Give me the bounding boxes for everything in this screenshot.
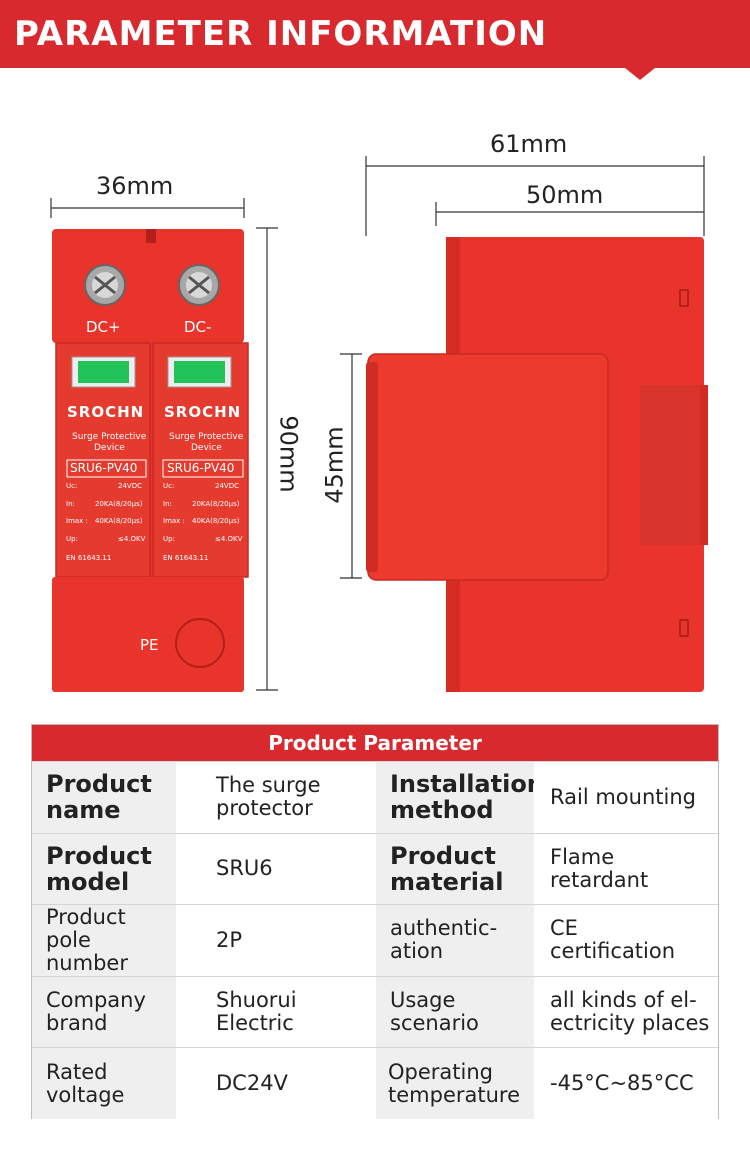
table-row: Rated voltage DC24V Operating temperatur…	[32, 1047, 718, 1119]
row-label: Company brand	[32, 976, 176, 1048]
banner-shape	[0, 0, 750, 80]
row-label: Product name	[32, 762, 176, 833]
product-illustration	[50, 156, 708, 692]
spec-in-val-right: 20KA(8/20μs)	[192, 500, 240, 508]
row-label: Installation method	[376, 762, 544, 833]
model-left: SRU6-PV40	[70, 461, 138, 475]
parameter-table: Product Parameter Product name The surge…	[31, 724, 719, 1119]
side-total-label: 61mm	[490, 130, 568, 158]
row-label: authentic- ation	[376, 905, 534, 976]
spec-imax-key-right: Imax :	[163, 517, 185, 525]
desc-left-1: Surge Protective	[72, 432, 147, 442]
row-label: Usage scenario	[376, 976, 534, 1048]
table-row: Company brand Shuorui Electric Usage sce…	[32, 975, 718, 1048]
row-label: Rated voltage	[32, 1048, 176, 1119]
terminal-label-dc-plus: DC+	[86, 318, 121, 336]
spec-uc-key-right: Uc:	[163, 482, 175, 490]
model-right: SRU6-PV40	[167, 461, 235, 475]
spec-up-val-right: ≤4.OKV	[215, 535, 243, 543]
row-value: Flame retardant	[534, 833, 718, 905]
header-banner: PARAMETER INFORMATION	[0, 0, 750, 80]
row-label: Product material	[376, 833, 534, 905]
row-label: Operating temperature	[376, 1048, 534, 1119]
spec-uc-key-left: Uc:	[66, 482, 78, 490]
front-device	[52, 229, 249, 692]
row-value: Shuorui Electric	[176, 976, 376, 1048]
row-value: Rail mounting	[534, 762, 718, 833]
spec-imax-val-right: 40KA(8/20μs)	[192, 517, 240, 525]
spec-in-val-left: 20KA(8/20μs)	[95, 500, 143, 508]
row-label: Product model	[32, 833, 176, 905]
spec-imax-val-left: 40KA(8/20μs)	[95, 517, 143, 525]
pe-label: PE	[140, 636, 159, 654]
side-device	[366, 237, 708, 692]
side-body-label: 50mm	[526, 181, 604, 209]
table-row: Product name The surge protector Install…	[32, 761, 718, 833]
spec-uc-val-right: 24VDC	[215, 482, 239, 490]
brand-logo-left: SROCHN	[67, 403, 145, 421]
table-row: Product model SRU6 Product material Flam…	[32, 832, 718, 905]
brand-logo-right: SROCHN	[164, 403, 242, 421]
standard-left: EN 61643.11	[66, 554, 112, 562]
table-row: Product pole number 2P authentic- ation …	[32, 904, 718, 976]
table-header: Product Parameter	[32, 725, 718, 761]
terminal-label-dc-minus: DC-	[184, 318, 212, 336]
banner-title: PARAMETER INFORMATION	[14, 14, 548, 54]
spec-up-val-left: ≤4.OKV	[118, 535, 146, 543]
row-value: -45°C~85°CC	[534, 1048, 718, 1119]
front-width-label: 36mm	[96, 172, 174, 200]
spec-uc-val-left: 24VDC	[118, 482, 142, 490]
spec-up-key-right: Up:	[163, 535, 175, 543]
spec-in-key-right: In:	[163, 500, 172, 508]
desc-right-1: Surge Protective	[169, 432, 244, 442]
desc-right-2: Device	[191, 443, 222, 453]
spec-in-key-left: In:	[66, 500, 75, 508]
row-value: SRU6	[176, 833, 376, 905]
spec-imax-key-left: Imax :	[66, 517, 88, 525]
row-value: all kinds of el- ectricity places	[534, 976, 718, 1048]
row-value: The surge protector	[176, 762, 376, 833]
desc-left-2: Device	[94, 443, 125, 453]
row-label: Product pole number	[32, 905, 176, 976]
row-value: DC24V	[176, 1048, 376, 1119]
standard-right: EN 61643.11	[163, 554, 209, 562]
row-value: CE certification	[534, 905, 718, 976]
row-value: 2P	[176, 905, 376, 976]
spec-up-key-left: Up:	[66, 535, 78, 543]
